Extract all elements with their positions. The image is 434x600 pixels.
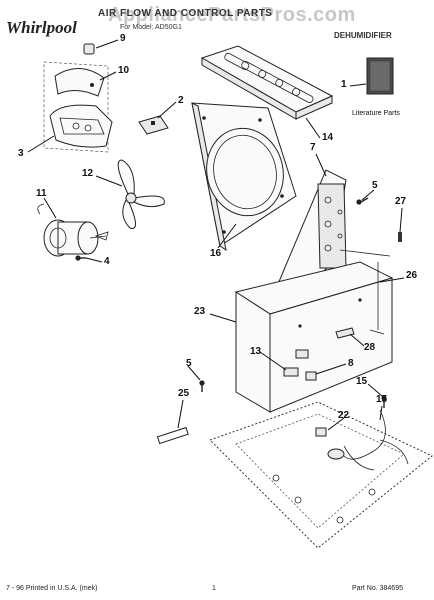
- callout-15: 15: [376, 394, 388, 405]
- part-fan-motor: [37, 203, 109, 257]
- part-screw: [356, 197, 369, 205]
- callout-7: 7: [310, 142, 316, 153]
- part-top-grille: [200, 45, 334, 120]
- callout-28: 28: [364, 342, 376, 353]
- part-screw-14: [381, 395, 387, 408]
- callout-8: 10: [118, 65, 130, 76]
- part-22: [315, 427, 327, 437]
- part-base-cabinet: [234, 249, 394, 413]
- part-power-cord: [327, 409, 409, 471]
- watermark: AppliancePartsPros.com: [108, 4, 356, 26]
- callout-23: 23: [194, 306, 206, 317]
- page-title: AIR FLOW AND CONTROL PARTS: [98, 8, 273, 19]
- callout-2: 2: [178, 95, 184, 106]
- callout-27: 27: [395, 196, 407, 207]
- part-small-plate: [295, 349, 309, 359]
- part-screw: [75, 255, 86, 261]
- callout-13: 13: [250, 346, 262, 357]
- callout-22: 22: [338, 410, 350, 421]
- callout-14: 15: [356, 376, 368, 387]
- callout-1: 1: [341, 79, 347, 90]
- footer-part-number: Part No. 384695: [352, 585, 403, 592]
- part-base-plate: [209, 401, 433, 549]
- callout-5a: 4: [104, 256, 110, 267]
- callout-5c: 5: [186, 358, 192, 369]
- callout-11: 12: [82, 168, 94, 179]
- part-screw: [199, 380, 205, 392]
- part-28: [335, 327, 355, 339]
- part-switch: [138, 115, 169, 135]
- callout-9: 8: [348, 358, 354, 369]
- part-13: [283, 367, 299, 377]
- callout-12: 14: [322, 132, 334, 143]
- literature-label: Literature Parts: [352, 110, 400, 117]
- part-9: [305, 371, 317, 381]
- literature-booklet: [366, 57, 394, 95]
- part-knob: [83, 43, 95, 55]
- callout-25: 25: [178, 388, 190, 399]
- brand-logo: Whirlpool: [6, 18, 77, 37]
- callout-26: 26: [406, 270, 418, 281]
- part-fan-shroud: [191, 102, 297, 252]
- leader-lines: [27, 39, 405, 431]
- part-bracket: [277, 169, 347, 293]
- part-drain-tube: [156, 426, 189, 445]
- footer-printed: 7 - 96 Printed in U.S.A. (mek): [6, 585, 98, 592]
- model-number: For Model: AD50G1: [120, 24, 182, 31]
- part-clip: [398, 232, 402, 242]
- callout-5b: 5: [372, 180, 378, 191]
- callout-4: 9: [120, 33, 126, 44]
- product-type: DEHUMIDIFIER: [334, 31, 392, 40]
- control-panel-group: [43, 61, 113, 153]
- callout-16: 16: [210, 248, 222, 259]
- part-fan-blade: [117, 159, 165, 229]
- callout-10: 11: [36, 188, 47, 199]
- callout-3: 3: [18, 148, 24, 159]
- footer-page-number: 1: [212, 585, 216, 592]
